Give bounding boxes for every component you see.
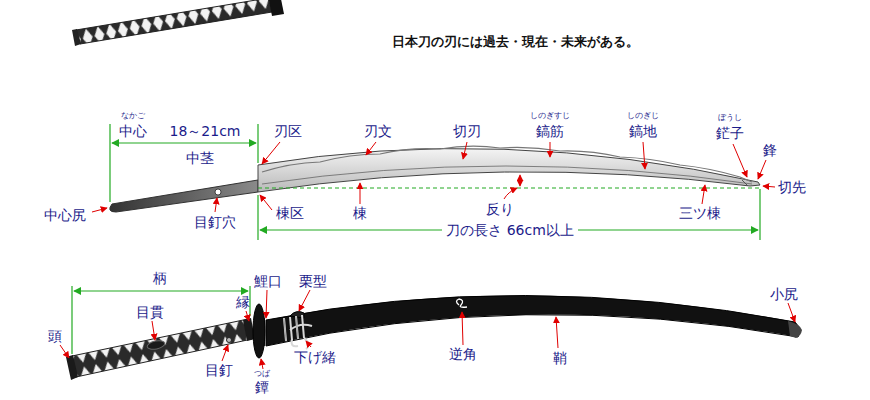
part-label: 柄 [153, 270, 167, 287]
part-label: 鞘 [553, 350, 567, 367]
furigana: なかご [121, 111, 145, 121]
shinogi-line [262, 166, 752, 184]
part-label: 棟区 [276, 205, 304, 222]
title: 日本刀の刃には過去・現在・未来がある。 [392, 34, 639, 50]
part-label: 縁 [236, 294, 250, 311]
part-label: 中茎 [186, 150, 214, 167]
hamon-line [262, 146, 752, 182]
part-label: 中心尻 [44, 207, 86, 224]
part-label: 切刃 [453, 123, 481, 140]
part-label: 栗型 [299, 273, 327, 290]
part-label: 目釘 [205, 362, 233, 379]
part-label: 小尻 [770, 286, 798, 303]
part-label: 目貫 [136, 304, 164, 321]
part-label: 棟 [353, 205, 367, 222]
part-label: 鋒 [763, 142, 777, 159]
koshirae-drawing [66, 295, 802, 380]
furigana: ぼうし [718, 113, 742, 123]
part-label: 頭 [48, 328, 62, 345]
part-label: 刃文 [364, 123, 392, 140]
part-label: 目釘穴 [194, 214, 236, 231]
scabbard [266, 295, 799, 346]
yokote-line [742, 180, 748, 186]
part-label: 三ツ棟 [679, 205, 721, 222]
part-label: 反り [486, 201, 514, 218]
furigana: しのぎじ [627, 111, 659, 121]
part-label: 鯉口 [254, 273, 282, 290]
kashira [66, 355, 78, 380]
leader-lines [60, 142, 795, 369]
part-label: 切先 [778, 179, 806, 196]
part-label: 逆角 [449, 346, 477, 363]
menuki [146, 339, 165, 351]
part-label: 下げ緒 [294, 349, 336, 366]
part-label: 鐔 [255, 379, 269, 396]
part-label: 鎬地 [629, 123, 657, 140]
part-label: 刃区 [274, 123, 302, 140]
furigana: つば [254, 369, 270, 379]
dimension-label: 刀の長さ 66cm以上 [442, 222, 578, 239]
part-label: 中心 [119, 123, 147, 140]
kojiri [788, 321, 802, 338]
blade-drawing [110, 146, 760, 212]
peg-hole [215, 189, 221, 195]
partial-handle [72, 0, 284, 46]
sageo-cord [284, 315, 312, 349]
blade [258, 149, 760, 192]
furigana: しのぎすじ [530, 111, 570, 121]
part-label: 鎬筋 [536, 123, 564, 140]
part-label: 鋩子 [716, 125, 744, 142]
part-label: 18～21cm [170, 123, 241, 140]
tsuba [253, 304, 265, 358]
tang [110, 180, 258, 212]
kaeritsuno [457, 299, 468, 307]
mekugi [227, 338, 232, 343]
